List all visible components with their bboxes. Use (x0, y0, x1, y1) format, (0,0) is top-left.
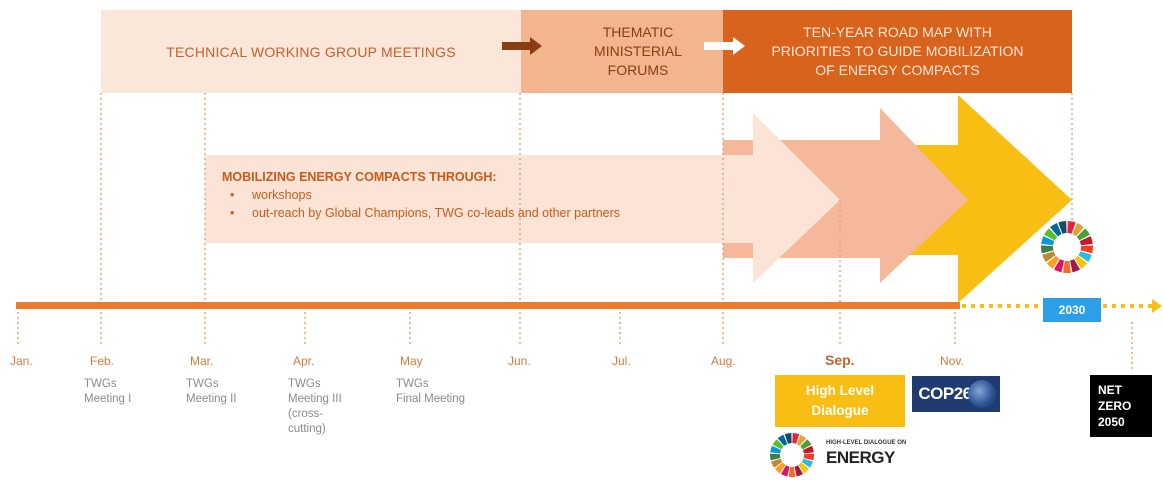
cop26-label: COP26 (918, 384, 972, 403)
meeting-note-feb: TWGs Meeting I (84, 378, 132, 405)
mobilizing-item: •out-reach by Global Champions, TWG co-l… (230, 206, 621, 220)
hld-energy-logo-word: ENERGY (826, 448, 895, 467)
high-level-dialogue-box: High Level Dialogue (775, 375, 905, 427)
month-label-september: Sep. (825, 352, 855, 368)
sdg-wheel-segment (798, 462, 810, 474)
sdg-wheel-segment (1041, 236, 1055, 246)
sdg-wheel-segment (801, 458, 813, 468)
mobilizing-text: MOBILIZING ENERGY COMPACTS THROUGH: •wor… (222, 168, 620, 222)
month-label: Nov. (940, 354, 964, 368)
timeline-bar (16, 302, 960, 309)
sdg-wheel-segment (1062, 260, 1072, 274)
arrow-right-icon-white (704, 37, 745, 55)
globe-icon (968, 380, 996, 408)
sdg-wheel-segment (1040, 245, 1054, 254)
sdg-wheel-segment (1050, 223, 1062, 237)
meeting-note-may: TWGs Final Meeting (396, 378, 466, 405)
month-ticks (17, 312, 1133, 370)
sdg-wheel-small-icon (769, 433, 815, 478)
month-label: Aug. (711, 354, 736, 368)
year-2030-badge: 2030 (1043, 298, 1101, 322)
sdg-wheel-segment (777, 434, 788, 446)
month-label: May (400, 354, 423, 368)
twg-meetings-band: TECHNICAL WORKING GROUP MEETINGS (101, 10, 521, 93)
mobilizing-heading: MOBILIZING ENERGY COMPACTS THROUGH: (222, 170, 497, 184)
sdg-wheel-segment (1074, 255, 1088, 269)
sdg-wheel-segment (803, 453, 815, 461)
net-zero-2050-badge: NET ZERO 2050 (1090, 375, 1152, 437)
hld-energy-logo-caption: HIGH-LEVEL DIALOGUE ON (826, 440, 907, 446)
sdg-wheel-segment (780, 465, 790, 477)
roadmap-band: TEN-YEAR ROAD MAP WITH PRIORITIES TO GUI… (723, 10, 1072, 93)
sdg-wheel-segment (1053, 259, 1065, 273)
sdg-wheel-segment (1069, 259, 1081, 273)
sdg-wheel-segment (1044, 228, 1058, 241)
timeline-arrowhead-icon (1152, 299, 1162, 313)
sdg-wheel-segment (774, 462, 786, 474)
mobilizing-item: •workshops (230, 188, 312, 202)
month-label: Jul. (612, 354, 631, 368)
sdg-wheel-segment (1072, 223, 1084, 237)
sdg-wheel-segment (796, 434, 807, 446)
meeting-note-apr: TWGs Meeting III (cross- cutting) (288, 378, 342, 435)
twg-meetings-label: TECHNICAL WORKING GROUP MEETINGS (166, 43, 456, 60)
sdg-wheel-segment (1046, 255, 1060, 269)
sdg-wheel-segment (784, 433, 792, 444)
ministerial-forums-label: THEMATIC MINISTERIAL FORUMS (594, 24, 682, 78)
sdg-wheel-segment (792, 433, 800, 444)
sdg-wheel-segment (1058, 221, 1067, 234)
sdg-wheel-segment (1080, 245, 1094, 254)
ministerial-forums-band: THEMATIC MINISTERIAL FORUMS (521, 10, 723, 93)
sdg-wheel-segment (769, 453, 781, 461)
mobilizing-arrow (205, 113, 840, 283)
roadmap-label: TEN-YEAR ROAD MAP WITH PRIORITIES TO GUI… (771, 24, 1024, 78)
arrow-right-icon (502, 37, 542, 55)
sdg-wheel-segment (802, 445, 814, 454)
sdg-wheel-segment (800, 439, 812, 450)
sdg-wheel-segment (1078, 251, 1092, 263)
month-label: Mar. (190, 354, 214, 368)
month-label: Jun. (508, 354, 531, 368)
sdg-wheel-segment (772, 439, 784, 450)
sdg-wheel-segment (771, 458, 783, 468)
sdg-wheel-segment (788, 466, 796, 478)
month-label: Jan. (10, 354, 33, 368)
sdg-wheel-segment (1079, 236, 1093, 246)
meeting-note-mar: TWGs Meeting II (186, 378, 237, 405)
sdg-wheel-segment (794, 465, 804, 477)
cop26-logo: COP26 (912, 376, 1000, 412)
sdg-wheel-segment (770, 445, 782, 454)
month-label: Apr. (293, 354, 315, 368)
sdg-wheel-icon (1040, 221, 1094, 274)
sdg-wheel-segment (1076, 228, 1090, 241)
sdg-wheel-segment (1067, 221, 1076, 234)
sdg-wheel-segment (1042, 251, 1056, 263)
month-label: Feb. (90, 354, 115, 368)
